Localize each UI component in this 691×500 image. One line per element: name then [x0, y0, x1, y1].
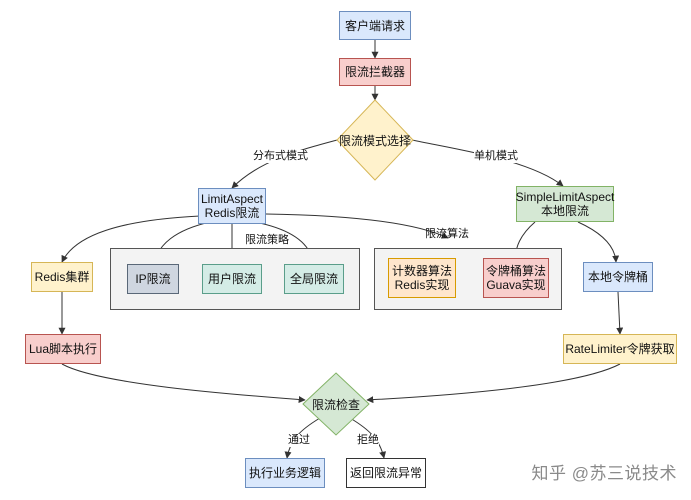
limit-check-label: 限流检查 [311, 397, 360, 412]
edge-diamond-to-limitaspect [231, 139, 338, 189]
local-token-bucket-node: 本地令牌桶 [583, 262, 653, 292]
simple-limit-aspect-node: SimpleLimitAspect 本地限流 [516, 186, 614, 222]
watermark: 知乎 @苏三说技术 [531, 464, 677, 483]
edge-diamond-to-simple [411, 139, 564, 187]
edge-lua-to-check [61, 363, 306, 404]
counter-algo-node: 计数器算法 Redis实现 [388, 258, 456, 298]
pass-label: 通过 [288, 434, 310, 447]
edge-limitaspect-to-redis [61, 215, 201, 263]
limit-aspect-node: LimitAspect Redis限流 [198, 188, 266, 224]
return-exception-node: 返回限流异常 [346, 458, 426, 488]
token-bucket-algo-node: 令牌桶算法 Guava实现 [483, 258, 549, 298]
limit-check-diamond [302, 372, 370, 436]
edge-limitaspect-to-algo [265, 213, 449, 239]
global-limit-node: 全局限流 [284, 264, 344, 294]
mode-select-label: 限流模式选择 [338, 133, 411, 148]
reject-label: 拒绝 [357, 434, 379, 447]
exec-business-node: 执行业务逻辑 [245, 458, 325, 488]
algorithm-group-label: 限流算法 [425, 228, 469, 240]
strategy-group-label: 限流策略 [245, 234, 289, 246]
edge-simple-to-local [577, 221, 620, 263]
mode-select-diamond [336, 99, 414, 181]
single-mode-label: 单机模式 [474, 150, 518, 163]
distributed-mode-label: 分布式模式 [253, 150, 308, 163]
client-request-node: 客户端请求 [339, 11, 411, 40]
ratelimiter-acquire-node: RateLimiter令牌获取 [563, 334, 677, 364]
lua-script-node: Lua脚本执行 [25, 334, 101, 364]
edge-ratelimiter-to-check [366, 363, 621, 404]
rate-limit-interceptor-node: 限流拦截器 [339, 58, 411, 86]
user-limit-node: 用户限流 [202, 264, 262, 294]
redis-cluster-node: Redis集群 [31, 262, 93, 292]
edge-local-to-ratelimiter [616, 291, 624, 335]
ip-limit-node: IP限流 [127, 264, 179, 294]
